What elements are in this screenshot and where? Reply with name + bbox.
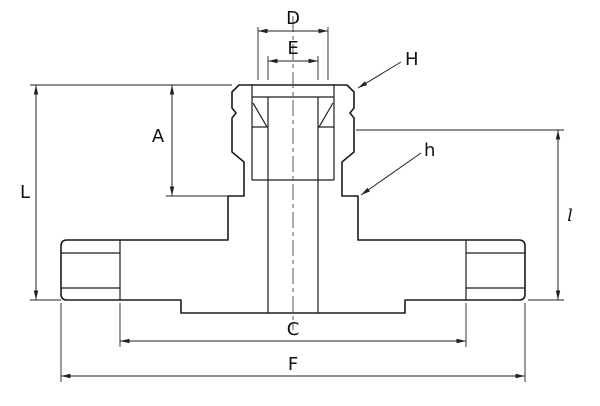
dim-label-h-cap: H xyxy=(405,49,419,70)
dimension-labels: D E H h A L l C F xyxy=(20,8,573,375)
dim-label-l: L xyxy=(20,182,30,203)
dim-label-f: F xyxy=(288,354,298,375)
extension-lines xyxy=(30,27,564,382)
dim-label-l-small: l xyxy=(567,206,572,226)
ferrule-right-slope xyxy=(318,102,334,128)
dimension-lines xyxy=(33,28,561,379)
dim-label-c: C xyxy=(287,319,300,340)
dim-label-e: E xyxy=(287,38,298,59)
leader-line-h-cap xyxy=(357,61,402,89)
dim-label-h-small: h xyxy=(424,140,435,161)
dim-label-a: A xyxy=(152,126,165,147)
leader-line-h-small xyxy=(360,152,422,196)
ferrule-left-slope xyxy=(252,102,268,128)
dim-label-d: D xyxy=(286,8,300,29)
